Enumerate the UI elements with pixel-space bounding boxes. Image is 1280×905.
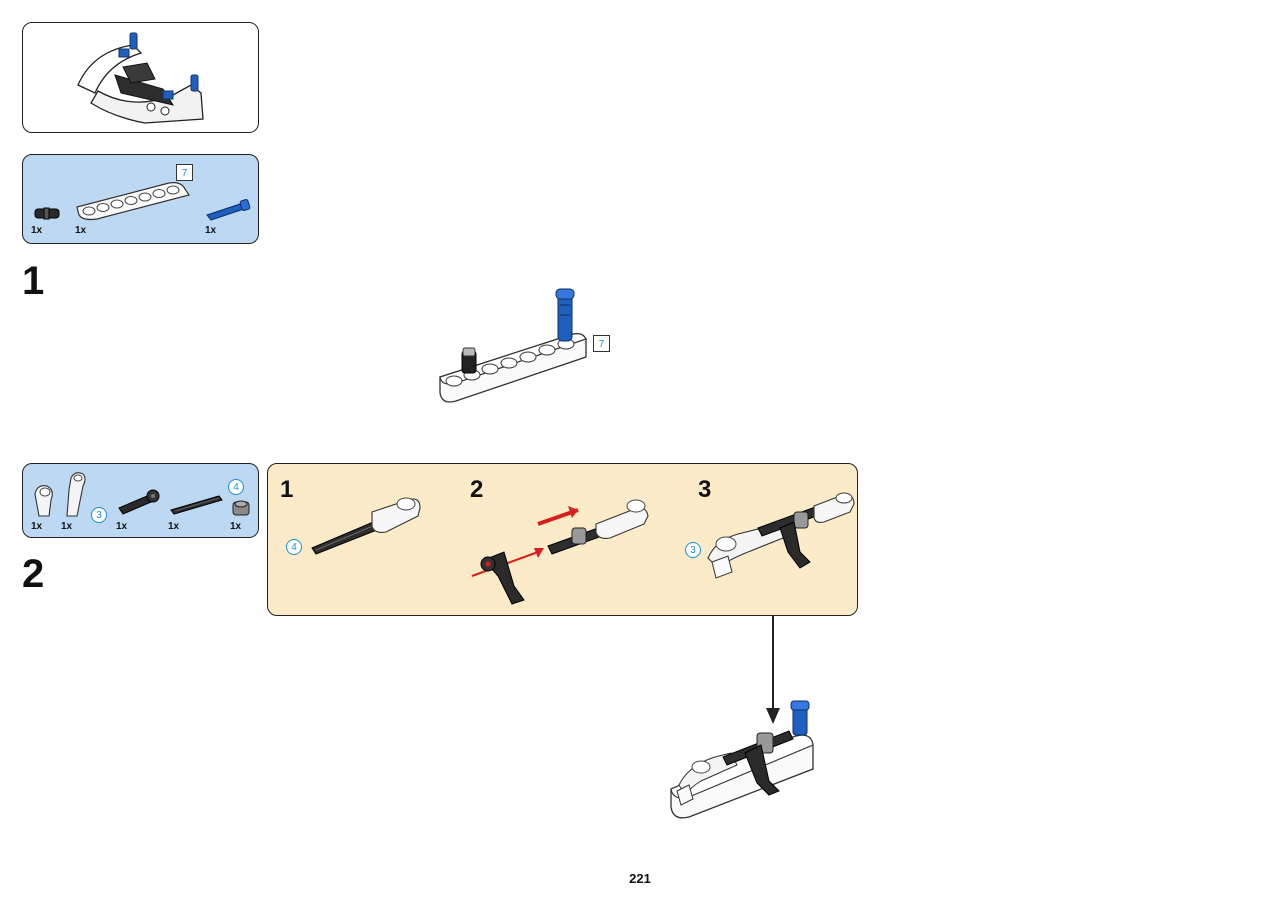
sub-step-1-illustration	[311, 497, 421, 555]
part-qty: 1x	[75, 225, 87, 236]
part-qty: 1x	[168, 521, 180, 532]
connector-type-ref: 3	[685, 542, 701, 558]
down-arrow	[766, 616, 780, 724]
step-number: 1	[22, 259, 45, 303]
black-axle-4-part	[170, 495, 223, 515]
part-qty: 1x	[230, 521, 242, 532]
blue-axle-pin-part	[206, 199, 251, 221]
part-qty: 1x	[31, 225, 43, 236]
sub-step-number: 2	[470, 476, 484, 503]
beam-length-callout: 7	[176, 164, 193, 181]
black-axle-pin-connector-part	[118, 489, 160, 515]
sub-assembly-panel: 1 2 3 4 3	[267, 463, 858, 616]
step-2-assembly-illustration	[670, 700, 814, 819]
part-qty: 1x	[61, 521, 73, 532]
white-angle-connector-part	[34, 485, 53, 517]
parts-list-step-1: 1x 1x 7 1x	[22, 154, 259, 244]
part-qty: 1x	[205, 225, 217, 236]
sub-step-number: 1	[280, 476, 294, 503]
sub-step-2-illustration	[471, 499, 649, 605]
axle-length-ref: 4	[228, 479, 244, 495]
black-friction-pin-part	[34, 207, 60, 220]
part-qty: 1x	[116, 521, 128, 532]
page-number: 221	[629, 871, 651, 886]
beam-length-callout: 7	[593, 335, 610, 352]
assembly-preview-panel	[22, 22, 259, 133]
white-angle-connector-3-part	[66, 472, 86, 517]
sub-step-number: 3	[698, 476, 712, 503]
part-qty: 1x	[31, 521, 43, 532]
step-1-assembly-illustration	[439, 288, 587, 403]
assembly-preview-illustration	[77, 32, 204, 124]
connector-type-ref: 3	[91, 507, 107, 523]
axle-length-ref: 4	[286, 539, 302, 555]
parts-list-step-2: 1x 1x 3 1x 1x 1x 4	[22, 463, 259, 538]
sub-step-3-illustration	[707, 492, 855, 579]
step-number: 2	[22, 552, 45, 596]
white-beam-7-part	[76, 182, 190, 221]
grey-bush-part	[232, 500, 250, 516]
